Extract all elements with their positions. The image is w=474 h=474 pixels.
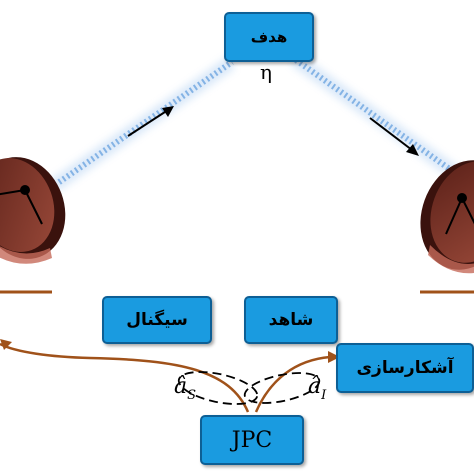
idler-subscript: I (321, 388, 327, 403)
signal-mode-label: âS (174, 374, 196, 403)
target-box: هدف (224, 12, 314, 62)
jpc-box: JPC (200, 415, 304, 465)
signal-subscript: S (187, 388, 197, 403)
transmitter-dish (0, 157, 66, 264)
idler-mode-label: âI (308, 374, 326, 403)
signal-box: سیگنال (102, 296, 212, 344)
a-hat-glyph: â (174, 374, 188, 399)
right-beam-arrow (369, 117, 419, 156)
left-beam (51, 56, 236, 191)
a-hat-glyph: â (308, 374, 322, 399)
witness-box: شاهد (244, 296, 338, 344)
left-beam-arrow (127, 106, 174, 137)
right-beam (291, 54, 463, 181)
eta-label: η (260, 60, 272, 84)
entanglement-loops (177, 371, 321, 405)
detection-box: آشکارسازی (336, 343, 474, 393)
signal-path (0, 339, 250, 413)
receiver-dish (420, 160, 474, 274)
